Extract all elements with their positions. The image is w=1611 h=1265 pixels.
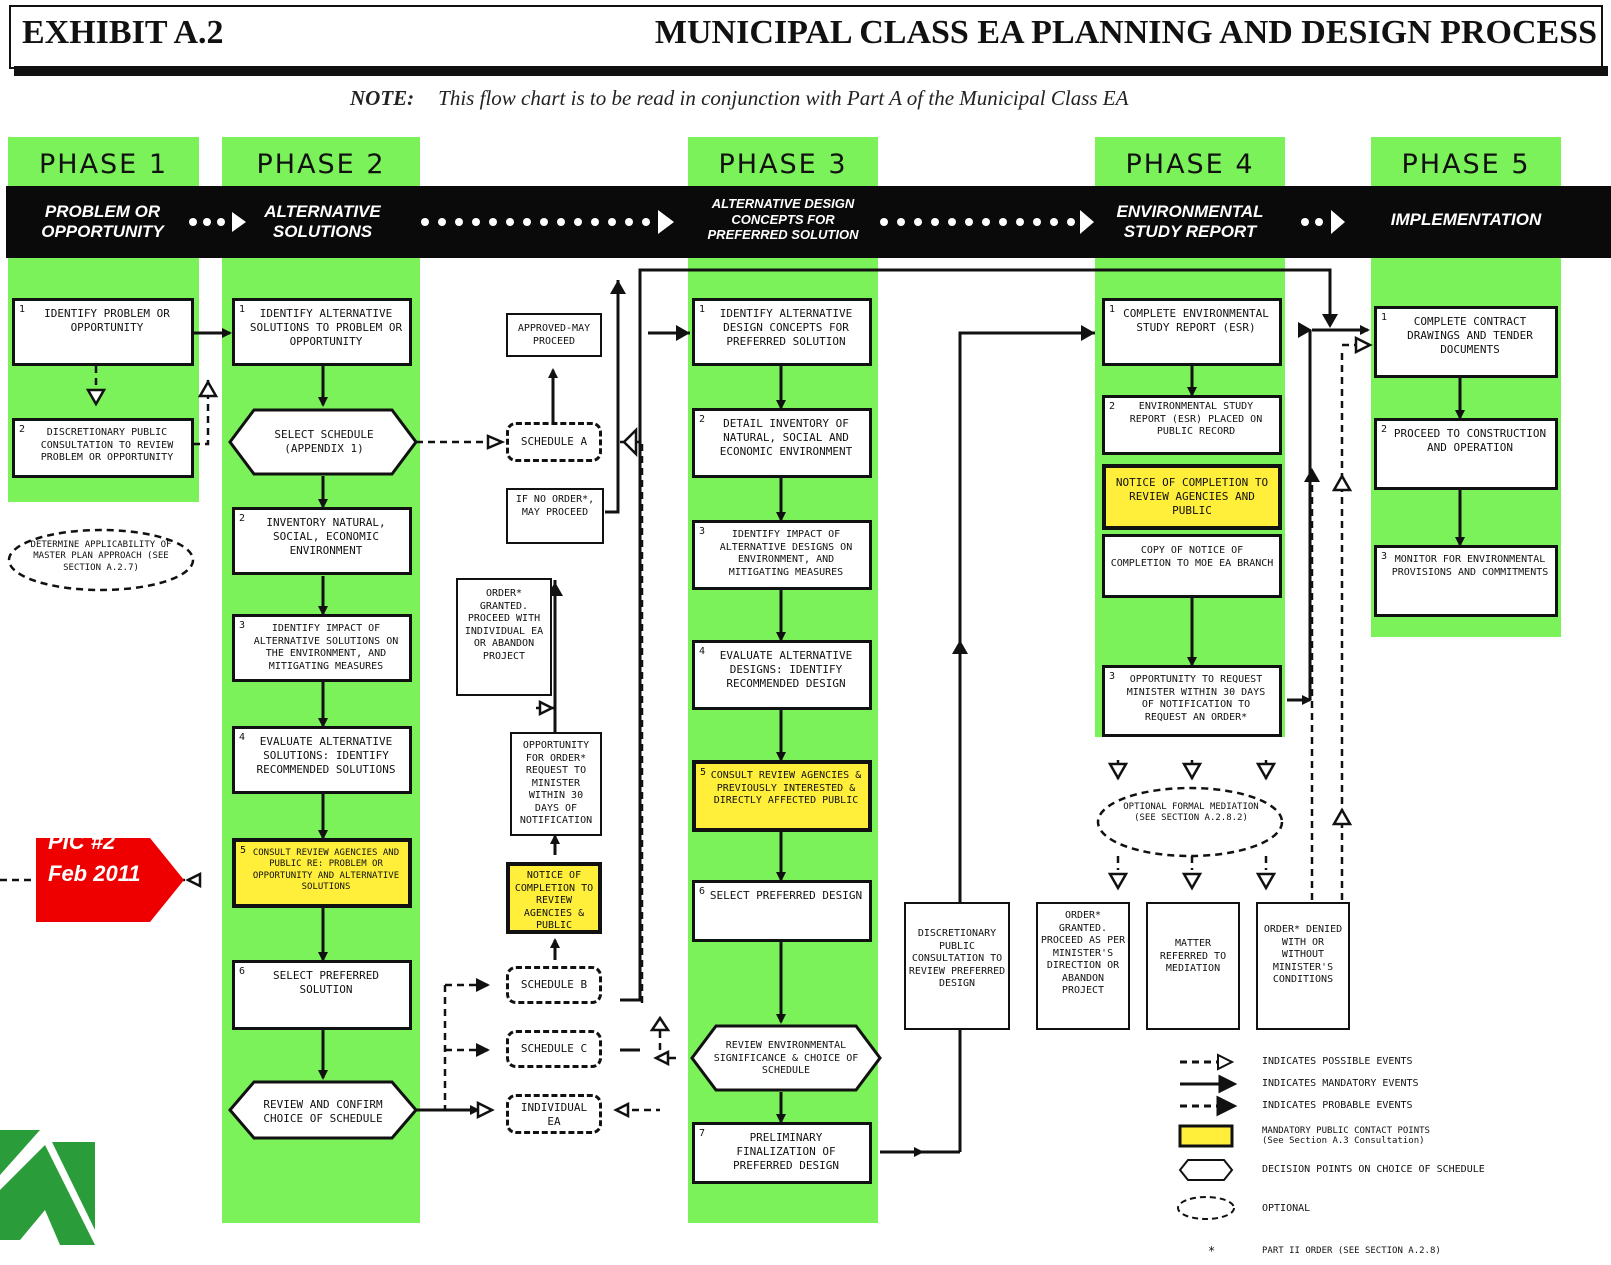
phase5-subtitle: IMPLEMENTATION	[1390, 210, 1542, 229]
approved-box: APPROVED-MAY PROCEED	[506, 313, 602, 357]
legend-mandatory: INDICATES MANDATORY EVENTS	[1262, 1078, 1419, 1089]
open-arrowheads	[85, 335, 1373, 1120]
select-schedule-label: SELECT SCHEDULE (APPENDIX 1)	[274, 428, 374, 455]
note-label: NOTE:	[350, 86, 415, 110]
legend-order-note: PART II ORDER (See Section A.2.8)	[1262, 1246, 1441, 1256]
phase1-title: PHASE 1	[38, 149, 168, 180]
schedule-a-box: SCHEDULE A	[506, 422, 602, 462]
phase2-title: PHASE 2	[256, 149, 386, 180]
agency-logo	[0, 1130, 95, 1245]
pic-marker	[36, 838, 184, 922]
mediation-label: OPTIONAL FORMAL MEDIATION (See Section A…	[1123, 802, 1259, 824]
p4-copy-box: COPY OF NOTICE OF COMPLETION TO MOE EA B…	[1102, 534, 1282, 598]
review-significance-hexagon	[690, 1024, 882, 1092]
legend-contact: MANDATORY PUBLIC CONTACT POINTS(See Sect…	[1262, 1126, 1430, 1146]
exhibit-label: EXHIBIT A.2	[22, 14, 224, 51]
master-plan-ellipse	[7, 528, 195, 592]
legend-asterisk: *	[1208, 1244, 1216, 1258]
legend-decision: DECISION POINTS ON CHOICE OF SCHEDULE	[1262, 1164, 1485, 1175]
note: NOTE: This flow chart is to be read in co…	[350, 86, 1128, 111]
band-dot-arrows	[189, 210, 1345, 234]
opportunity-box: OPPORTUNITY FOR ORDER* REQUEST TO MINIST…	[510, 732, 602, 836]
review-significance-label: REVIEW ENVIRONMENTAL SIGNIFICANCE & CHOI…	[713, 1040, 859, 1076]
band-dots-3	[880, 210, 1094, 234]
master-plan-label: DETERMINE APPLICABILITY OF MASTER PLAN A…	[30, 540, 172, 573]
probable-arrowheads	[476, 468, 1320, 1057]
mediation-ellipse	[1096, 786, 1284, 858]
p4-mediation-box: MATTER REFERRED TO MEDIATION	[1146, 902, 1240, 1030]
note-text: This flow chart is to be read in conjunc…	[438, 86, 1129, 110]
legend-optional: OPTIONAL	[1262, 1203, 1311, 1214]
legend-graphics	[1177, 1053, 1238, 1220]
middle-notice-box: NOTICE OF COMPLETION TO REVIEW AGENCIES …	[506, 862, 602, 934]
legend-possible: INDICATES POSSIBLE EVENTS	[1262, 1056, 1413, 1067]
mandatory-connectors	[193, 325, 1465, 1157]
phase5-title: PHASE 5	[1401, 149, 1531, 180]
order-granted-box: ORDER* GRANTED. PROCEED WITH INDIVIDUAL …	[456, 578, 552, 696]
discretionary-consult-box: DISCRETIONARY PUBLIC CONSULTATION TO REV…	[904, 902, 1010, 1030]
confirm-schedule-label: REVIEW AND CONFIRM CHOICE OF SCHEDULE	[263, 1098, 383, 1125]
individual-ea-box: INDIVIDUAL EA	[506, 1094, 602, 1134]
band-dots-2	[421, 210, 674, 234]
p4-order-granted-box: ORDER* GRANTED. PROCEED AS PER MINISTER'…	[1036, 902, 1130, 1030]
schedule-b-box: SCHEDULE B	[506, 966, 602, 1004]
phase3-title: PHASE 3	[718, 149, 848, 180]
header-rule	[14, 66, 1608, 76]
schedule-c-box: SCHEDULE C	[506, 1030, 602, 1068]
page-title: MUNICIPAL CLASS EA PLANNING AND DESIGN P…	[654, 14, 1597, 51]
p4-order-denied-box: ORDER* DENIED WITH OR WITHOUT MINISTER'S…	[1256, 902, 1350, 1030]
phase4-title: PHASE 4	[1125, 149, 1255, 180]
if-no-order-box: IF NO ORDER*, MAY PROCEED	[506, 488, 604, 544]
legend-probable: INDICATES PROBABLE EVENTS	[1262, 1100, 1413, 1111]
p4-notice-box: NOTICE OF COMPLETION TO REVIEW AGENCIES …	[1102, 464, 1282, 530]
